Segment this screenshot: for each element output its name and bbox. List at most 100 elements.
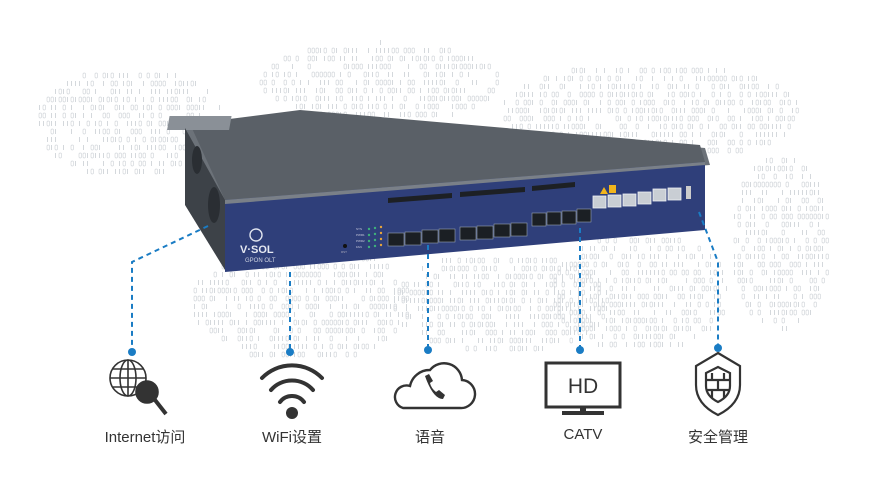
- binary-digit-mark: [385, 295, 389, 302]
- binary-digit-mark: [278, 344, 279, 349]
- led-label: SYS: [356, 227, 363, 231]
- binary-digit-mark: [777, 285, 781, 292]
- binary-digit-mark: [296, 72, 297, 77]
- binary-digit-mark: [633, 325, 637, 332]
- binary-digit-mark: [718, 286, 719, 291]
- binary-digit-mark: [589, 321, 593, 328]
- binary-digit-mark: [434, 306, 435, 311]
- binary-digit-mark: [731, 115, 735, 122]
- binary-digit-mark: [692, 140, 693, 145]
- binary-digit-mark: [316, 88, 317, 93]
- binary-digit-mark: [529, 329, 533, 336]
- binary-digit-mark: [636, 76, 637, 81]
- binary-digit-mark: [202, 96, 206, 103]
- binary-digit-mark: [330, 304, 331, 309]
- binary-digit-mark: [428, 56, 429, 61]
- binary-digit-mark: [493, 257, 497, 264]
- binary-digit-mark: [138, 120, 142, 127]
- binary-digit-mark: [336, 48, 337, 53]
- binary-digit-mark: [50, 96, 54, 103]
- binary-digit-mark: [722, 270, 723, 275]
- binary-digit-mark: [762, 318, 763, 323]
- binary-digit-mark: [546, 258, 547, 263]
- binary-digit-mark: [175, 73, 176, 78]
- binary-digit-mark: [693, 317, 697, 324]
- binary-digit-mark: [466, 274, 467, 279]
- feature-label-catv: CATV: [563, 426, 603, 443]
- binary-digit-mark: [581, 321, 585, 328]
- binary-digit-mark: [315, 71, 319, 78]
- hd-tv-icon: HD: [544, 361, 622, 415]
- binary-digit-mark: [281, 311, 285, 318]
- binary-digit-mark: [818, 254, 819, 259]
- binary-digit-mark: [533, 345, 537, 352]
- binary-digit-mark: [186, 104, 190, 111]
- binary-digit-mark: [745, 253, 749, 260]
- binary-digit-mark: [377, 271, 381, 278]
- binary-digit-mark: [468, 56, 469, 61]
- binary-digit-mark: [392, 96, 393, 101]
- binary-digit-mark: [337, 311, 341, 318]
- binary-digit-mark: [202, 288, 203, 293]
- binary-digit-mark: [678, 246, 679, 251]
- binary-digit-mark: [597, 305, 601, 312]
- binary-digit-mark: [657, 341, 661, 348]
- binary-digit-mark: [375, 55, 379, 62]
- binary-digit-mark: [679, 131, 683, 138]
- binary-digit-mark: [791, 115, 795, 122]
- binary-digit-mark: [598, 322, 599, 327]
- binary-digit-mark: [245, 271, 249, 278]
- binary-digit-mark: [485, 329, 489, 336]
- binary-digit-mark: [608, 84, 609, 89]
- binary-digit-mark: [737, 253, 741, 260]
- binary-digit-mark: [269, 295, 273, 302]
- binary-digit-mark: [641, 293, 645, 300]
- binary-digit-mark: [174, 136, 178, 143]
- binary-digit-mark: [201, 295, 205, 302]
- binary-digit-mark: [639, 75, 643, 82]
- binary-digit-mark: [167, 73, 168, 78]
- binary-digit-mark: [574, 274, 575, 279]
- binary-digit-mark: [472, 64, 473, 69]
- binary-digit-mark: [588, 108, 589, 113]
- binary-digit-mark: [439, 71, 443, 78]
- binary-digit-mark: [249, 295, 253, 302]
- binary-digit-mark: [393, 279, 397, 286]
- binary-digit-mark: [659, 107, 663, 114]
- binary-digit-mark: [342, 296, 343, 301]
- binary-digit-mark: [748, 84, 749, 89]
- binary-digit-mark: [138, 128, 142, 135]
- binary-digit-mark: [634, 302, 635, 307]
- binary-digit-mark: [739, 99, 743, 106]
- binary-digit-mark: [521, 273, 525, 280]
- binary-digit-mark: [553, 257, 557, 264]
- binary-digit-mark: [637, 341, 641, 348]
- binary-digit-mark: [630, 318, 631, 323]
- binary-digit-mark: [606, 278, 607, 283]
- binary-digit-mark: [670, 310, 671, 315]
- binary-digit-mark: [589, 269, 593, 276]
- binary-digit-mark: [377, 303, 381, 310]
- binary-digit-mark: [777, 181, 781, 188]
- binary-digit-mark: [758, 254, 759, 259]
- binary-digit-mark: [666, 254, 667, 259]
- binary-digit-mark: [467, 63, 471, 70]
- binary-digit-mark: [569, 261, 573, 268]
- binary-digit-mark: [307, 63, 311, 70]
- binary-digit-mark: [678, 254, 679, 259]
- binary-digit-mark: [813, 285, 817, 292]
- binary-digit-mark: [619, 123, 623, 130]
- binary-digit-mark: [534, 282, 535, 287]
- binary-digit-mark: [522, 258, 523, 263]
- binary-digit-mark: [143, 105, 144, 110]
- binary-digit-mark: [294, 344, 295, 349]
- binary-digit-mark: [711, 75, 715, 82]
- binary-digit-mark: [600, 108, 601, 113]
- binary-digit-mark: [534, 290, 535, 295]
- binary-digit-mark: [658, 302, 659, 307]
- binary-digit-mark: [662, 302, 663, 307]
- binary-digit-mark: [548, 124, 549, 129]
- binary-digit-mark: [476, 64, 477, 69]
- binary-digit-mark: [682, 262, 683, 267]
- binary-digit-mark: [498, 274, 499, 279]
